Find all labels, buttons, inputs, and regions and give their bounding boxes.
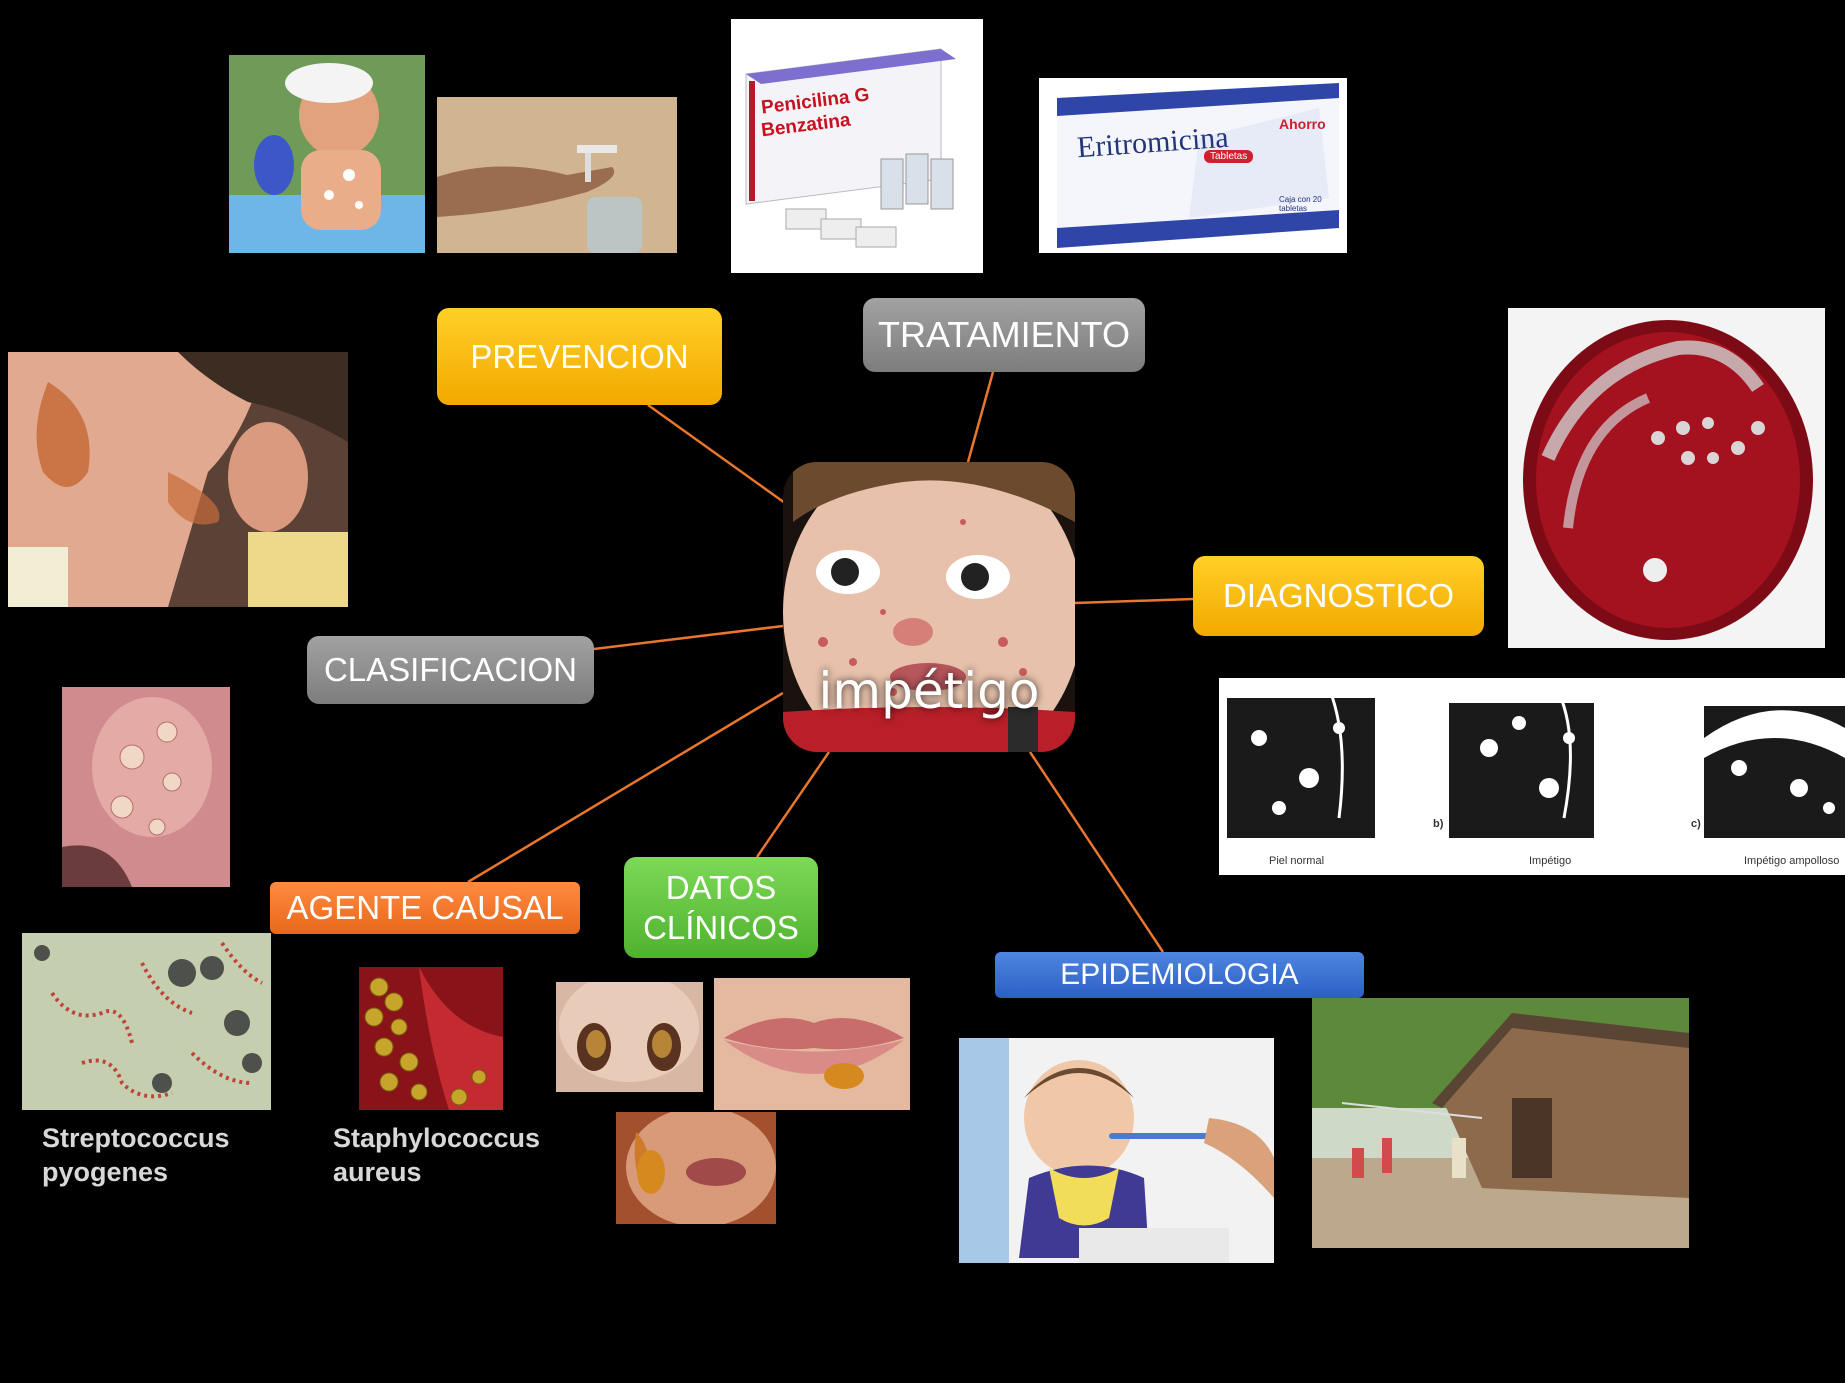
lip-lesion-photo <box>714 978 910 1110</box>
node-diagnostico[interactable]: DIAGNOSTICO <box>1193 556 1484 636</box>
node-agente-causal[interactable]: AGENTE CAUSAL <box>270 882 580 934</box>
poor-housing-photo <box>1312 998 1689 1248</box>
mouth-crust-photo <box>616 1112 776 1224</box>
histology-label-bullous: Impétigo ampolloso <box>1744 855 1840 867</box>
node-datos-clinicos[interactable]: DATOS CLÍNICOS <box>624 857 818 958</box>
eritromicina-sub-label: Tabletas <box>1204 150 1254 163</box>
node-tratamiento[interactable]: TRATAMIENTO <box>863 298 1145 372</box>
strep-caption: Streptococcus pyogenes <box>42 1122 230 1190</box>
eritromicina-box-text: Caja con 20 tabletas <box>1279 195 1322 213</box>
baby-eating-photo <box>959 1038 1274 1263</box>
connector-agente-causal <box>467 691 784 884</box>
staph-caption-line2: aureus <box>333 1156 422 1187</box>
strep-caption-line2: pyogenes <box>42 1156 169 1187</box>
child-face-photo <box>783 462 1075 752</box>
staphylococcus-micrograph <box>359 967 503 1110</box>
skin-histology-diagram: Piel normal b) Impétigo c) Impétigo ampo… <box>1219 678 1845 875</box>
connector-tratamiento <box>966 371 995 463</box>
connector-prevencion <box>647 403 786 505</box>
connector-diagnostico <box>1074 597 1194 605</box>
connector-epidemiologia <box>1028 751 1165 953</box>
nose-crust-photo <box>556 982 703 1092</box>
staph-caption-line1: Staphylococcus <box>333 1123 541 1153</box>
blister-lesion-photo <box>62 687 230 887</box>
histology-label-impetigo: Impétigo <box>1529 855 1572 867</box>
histology-letter-c: c) <box>1691 818 1701 830</box>
connector-datos-clinicos <box>755 751 831 858</box>
histology-letter-b: b) <box>1433 818 1444 830</box>
center-impetigo-node[interactable]: impétigo <box>783 462 1075 752</box>
node-prevencion[interactable]: PREVENCION <box>437 308 722 405</box>
eritromicina-box-photo: Eritromicina Tabletas Ahorro Caja con 20… <box>1039 78 1347 253</box>
center-label: impétigo <box>818 662 1040 720</box>
face-impetigo-photo <box>8 352 348 607</box>
node-epidemiologia[interactable]: EPIDEMIOLOGIA <box>995 952 1364 998</box>
eritromicina-brand: Ahorro <box>1279 116 1326 132</box>
hand-sanitizer-photo <box>437 97 677 253</box>
penicilina-box-photo: Penicilina G Benzatina <box>731 19 983 273</box>
streptococcus-micrograph <box>22 933 271 1110</box>
staph-caption: Staphylococcus aureus <box>333 1122 540 1190</box>
baby-bathing-photo <box>229 55 425 253</box>
strep-caption-line1: Streptococcus <box>42 1123 230 1153</box>
node-clasificacion[interactable]: CLASIFICACION <box>307 636 594 704</box>
blood-agar-plate-photo <box>1508 308 1825 648</box>
histology-label-normal: Piel normal <box>1269 855 1325 867</box>
connector-clasificacion <box>593 624 784 651</box>
